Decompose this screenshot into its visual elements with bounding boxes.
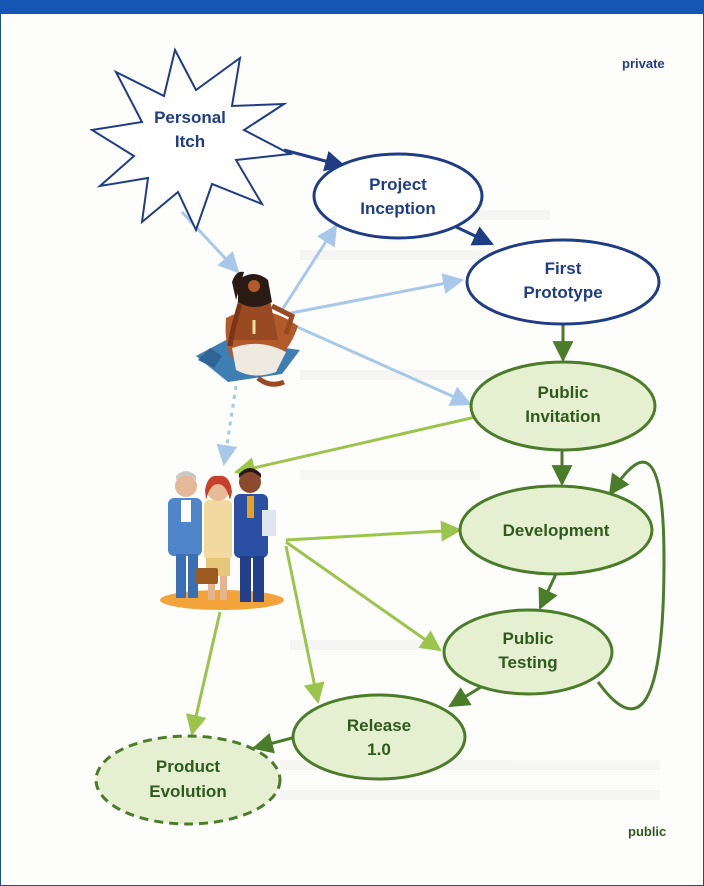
development-label: Development xyxy=(503,521,610,540)
edge-sadhu-to-invitation xyxy=(285,320,472,406)
node-project-inception: Project Inception xyxy=(312,152,484,240)
public-testing-line2: Testing xyxy=(498,653,557,672)
public-invitation-line2: Invitation xyxy=(525,407,601,426)
edge-sadhu-to-inception xyxy=(280,224,338,311)
public-invitation-line1: Public xyxy=(537,383,588,402)
edge-itch-to-inception xyxy=(283,148,347,172)
edge-people-to-testing xyxy=(285,540,442,652)
starburst-shape xyxy=(89,47,294,233)
node-first-prototype: First Prototype xyxy=(465,238,661,326)
node-development: Development xyxy=(458,484,654,576)
top-border-bar xyxy=(0,0,704,14)
node-public-testing: Public Testing xyxy=(442,608,614,696)
release-line2: 1.0 xyxy=(367,740,391,759)
sadhu-icon xyxy=(196,271,300,387)
node-personal-itch: Personal Itch xyxy=(89,47,294,233)
edge-invitation-to-people xyxy=(233,414,481,479)
edge-testing-loop-to-development xyxy=(596,460,666,711)
product-evolution-line2: Evolution xyxy=(149,782,226,801)
first-prototype-line2: Prototype xyxy=(523,283,602,302)
public-testing-line1: Public xyxy=(502,629,553,648)
first-prototype-line1: First xyxy=(545,259,582,278)
project-inception-line1: Project xyxy=(369,175,427,194)
edge-release-to-evolution xyxy=(251,733,293,754)
edges xyxy=(180,148,666,754)
edge-sadhu-to-people xyxy=(216,385,238,467)
private-label: private xyxy=(622,56,665,71)
edge-people-to-evolution xyxy=(185,611,222,737)
node-product-evolution: Product Evolution xyxy=(94,734,282,826)
personal-itch-line2: Itch xyxy=(175,132,205,151)
personal-itch-line1: Personal xyxy=(154,108,226,127)
business-people-icon xyxy=(160,468,284,610)
edge-people-to-development xyxy=(285,520,463,542)
project-inception-line2: Inception xyxy=(360,199,436,218)
product-evolution-line1: Product xyxy=(156,757,221,776)
edge-itch-to-sadhu xyxy=(180,210,240,274)
node-public-invitation: Public Invitation xyxy=(469,360,657,452)
edge-sadhu-to-prototype xyxy=(285,273,465,316)
public-label: public xyxy=(628,824,667,839)
edge-people-to-release xyxy=(284,545,325,705)
node-release-1-0: Release 1.0 xyxy=(291,693,467,781)
edge-development-to-testing xyxy=(538,573,558,610)
release-line1: Release xyxy=(347,716,411,735)
